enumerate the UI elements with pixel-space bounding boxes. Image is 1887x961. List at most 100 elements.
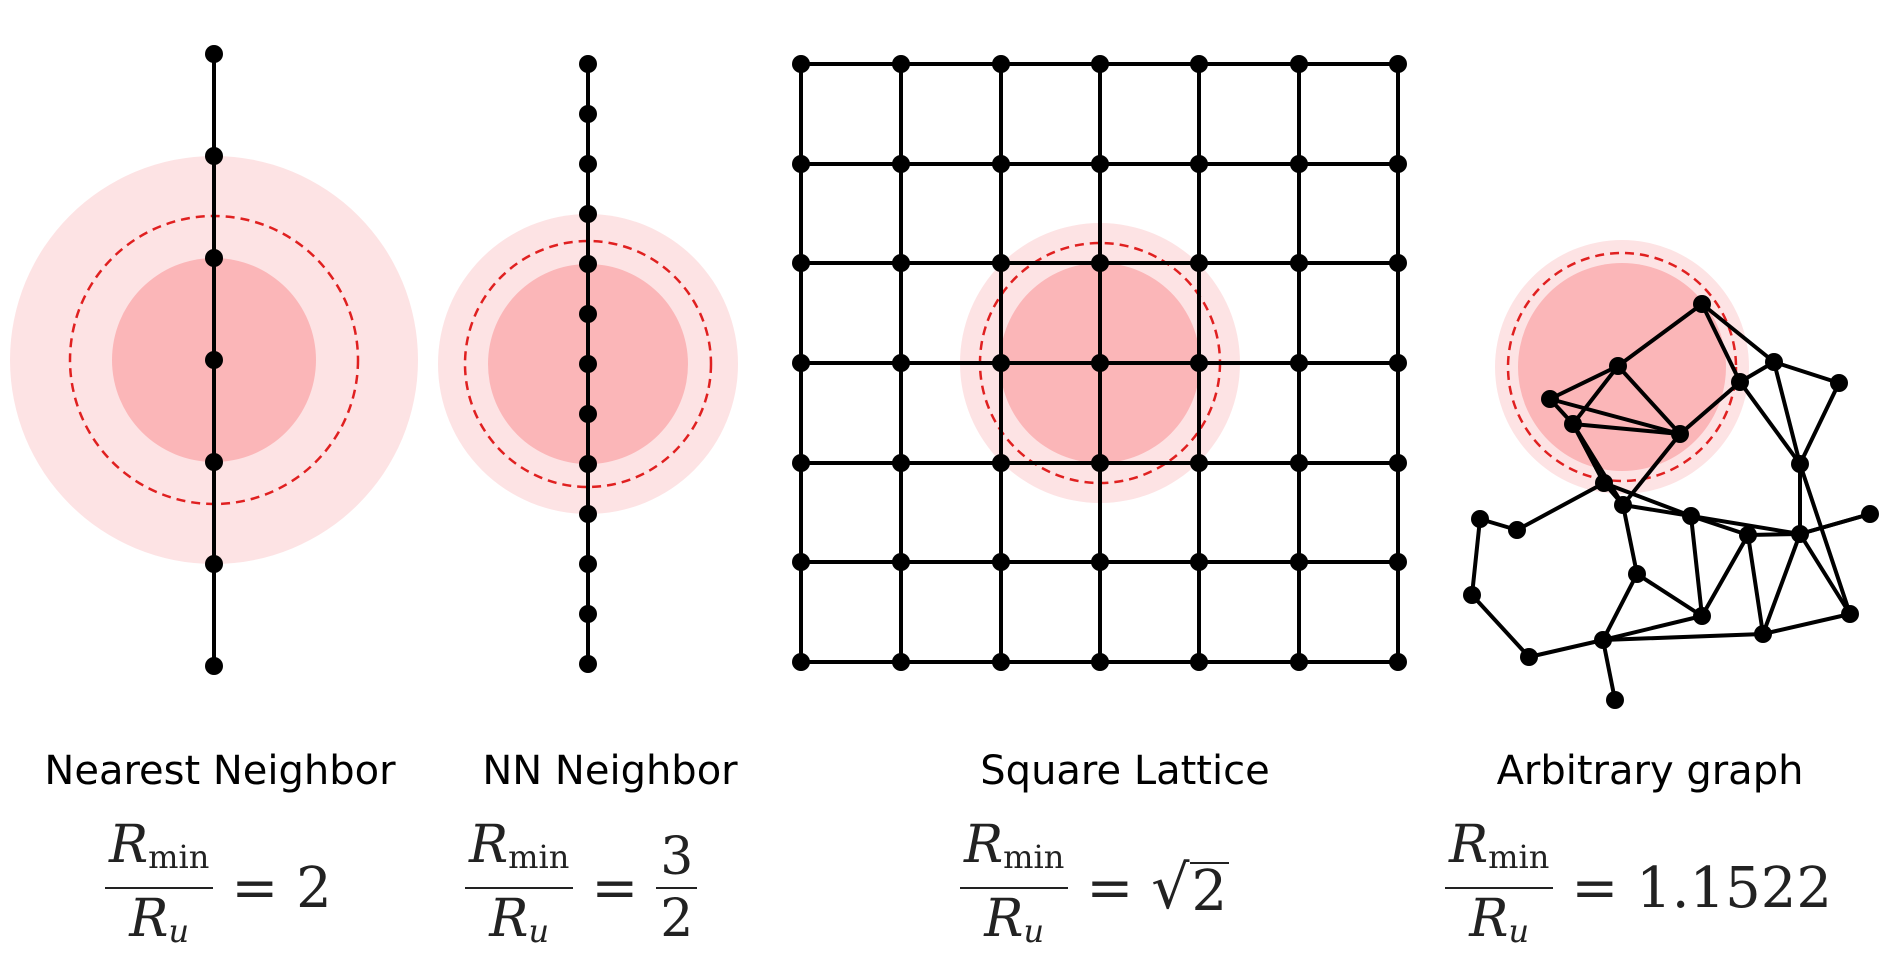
node — [792, 155, 810, 173]
edge — [1601, 632, 1765, 642]
edge — [1601, 614, 1704, 642]
caption-nearest-neighbor: Nearest Neighbor — [44, 748, 396, 794]
edge — [1772, 360, 1841, 385]
node — [1290, 354, 1308, 372]
node — [1508, 521, 1526, 539]
node — [1389, 354, 1407, 372]
node — [1290, 254, 1308, 272]
node — [992, 155, 1010, 173]
node — [1190, 553, 1208, 571]
node — [579, 655, 597, 673]
formula-nearest-neighbor: Rmin Ru = 2 — [105, 815, 332, 961]
node — [205, 147, 223, 165]
node — [1091, 653, 1109, 671]
edge — [1515, 481, 1606, 532]
edge — [1798, 462, 1852, 616]
node — [1682, 507, 1700, 525]
node — [1190, 454, 1208, 472]
edge — [1616, 364, 1682, 436]
edge — [1700, 302, 1742, 384]
node — [892, 55, 910, 73]
edge — [1527, 638, 1605, 659]
node — [579, 305, 597, 323]
caption-arbitrary-graph: Arbitrary graph — [1496, 748, 1804, 794]
node — [992, 354, 1010, 372]
edge — [1548, 364, 1620, 401]
node — [1671, 425, 1689, 443]
node — [992, 55, 1010, 73]
node — [579, 205, 597, 223]
edge — [1761, 532, 1802, 636]
node — [1091, 354, 1109, 372]
edge — [1689, 514, 1704, 618]
node — [579, 155, 597, 173]
ratio-fraction: Rmin Ru — [960, 815, 1069, 961]
edge — [1689, 514, 1802, 536]
node — [1389, 254, 1407, 272]
node — [1091, 553, 1109, 571]
node — [1830, 374, 1848, 392]
edge — [1602, 481, 1693, 518]
node — [1791, 525, 1809, 543]
node — [205, 249, 223, 267]
node — [892, 254, 910, 272]
node — [579, 605, 597, 623]
ratio-value-fraction: 3 2 — [656, 827, 698, 949]
node — [1190, 55, 1208, 73]
node — [1595, 474, 1613, 492]
panel-nearest-neighbor — [10, 45, 418, 675]
node — [992, 553, 1010, 571]
edge — [1700, 533, 1750, 618]
node — [892, 653, 910, 671]
edge — [1738, 380, 1802, 466]
panel-square-lattice — [792, 55, 1407, 671]
node — [1739, 526, 1757, 544]
node — [992, 254, 1010, 272]
node — [1389, 55, 1407, 73]
node — [992, 653, 1010, 671]
node — [205, 351, 223, 369]
edge — [1470, 517, 1482, 597]
sqrt-value: √2 — [1151, 853, 1230, 924]
edge — [1798, 381, 1841, 466]
edge — [1798, 532, 1852, 616]
node — [1841, 605, 1859, 623]
node — [1609, 357, 1627, 375]
edge — [1635, 572, 1704, 618]
dashed-circle — [1506, 251, 1738, 483]
node — [205, 45, 223, 63]
node — [1290, 653, 1308, 671]
node — [1389, 553, 1407, 571]
formula-square-lattice: Rmin Ru = √2 — [960, 815, 1230, 961]
edge — [1601, 638, 1617, 702]
node — [1520, 648, 1538, 666]
node — [1564, 415, 1582, 433]
node — [792, 653, 810, 671]
node — [1389, 653, 1407, 671]
node — [892, 454, 910, 472]
node — [205, 555, 223, 573]
node — [1754, 625, 1772, 643]
node — [1091, 55, 1109, 73]
node — [1190, 155, 1208, 173]
node — [1606, 691, 1624, 709]
ratio-value: = 1.1522 — [1571, 855, 1833, 921]
node — [1731, 373, 1749, 391]
node — [1091, 454, 1109, 472]
node — [579, 405, 597, 423]
node — [1389, 454, 1407, 472]
edge — [1621, 503, 1639, 576]
node — [892, 553, 910, 571]
ratio-fraction: Rmin Ru — [105, 815, 214, 961]
node — [1594, 631, 1612, 649]
edge — [1761, 612, 1852, 636]
node — [1290, 454, 1308, 472]
edge — [1616, 302, 1704, 368]
node — [579, 355, 597, 373]
node — [1693, 295, 1711, 313]
node — [1190, 354, 1208, 372]
edge — [1700, 302, 1776, 364]
node — [1541, 390, 1559, 408]
edge — [1548, 397, 1682, 436]
